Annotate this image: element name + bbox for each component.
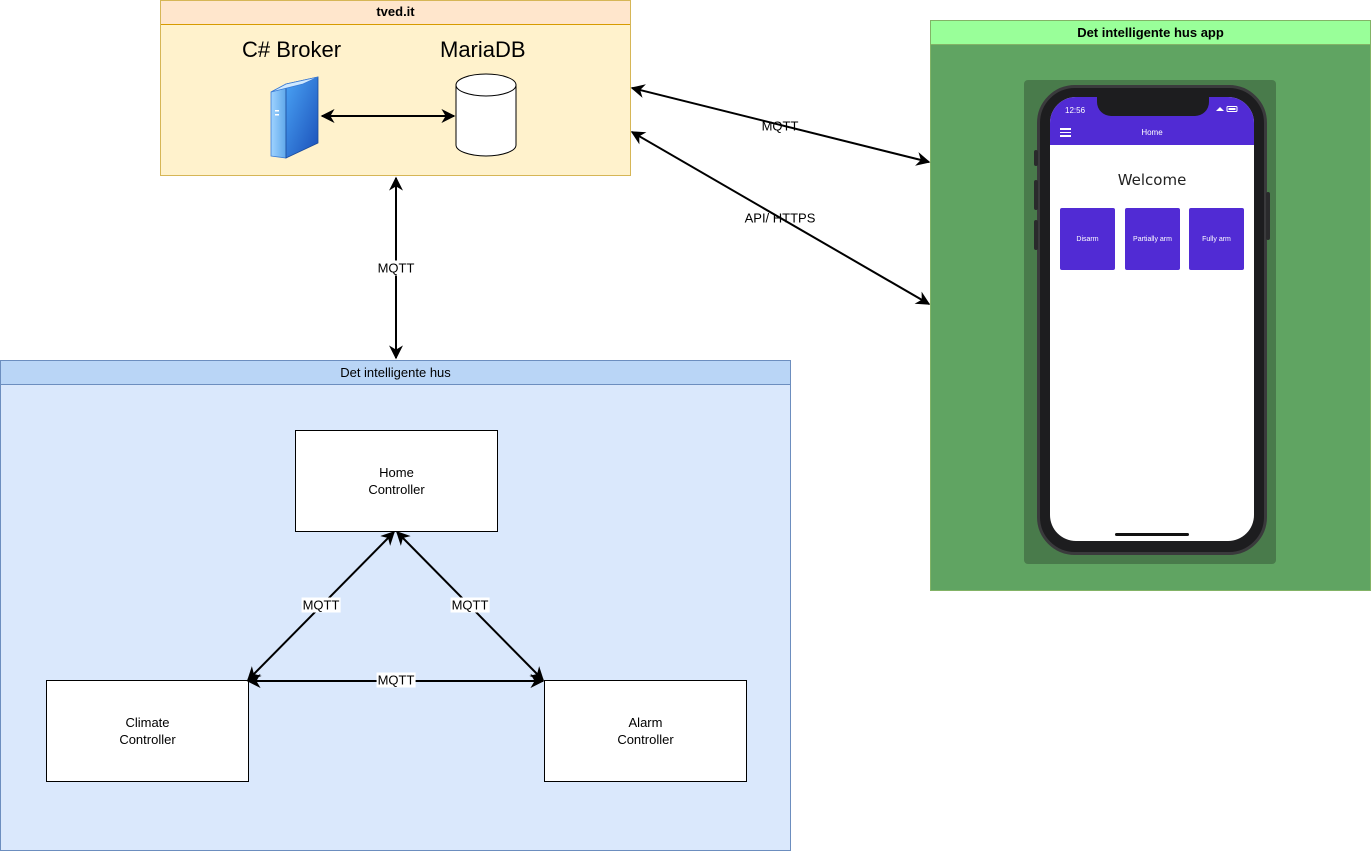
phone-side-button <box>1266 192 1270 240</box>
group-app-title: Det intelligente hus app <box>931 21 1370 45</box>
edge-label-server-app-api: API/ HTTPS <box>744 210 816 226</box>
welcome-text: Welcome <box>1117 171 1187 189</box>
partially-arm-button[interactable]: Partially arm <box>1125 208 1180 270</box>
edge-label-home-climate: MQTT <box>301 597 341 613</box>
status-time: 12:56 <box>1065 106 1086 115</box>
phone-notch <box>1097 94 1209 116</box>
database-label: MariaDB <box>440 37 526 62</box>
edge-label-climate-alarm: MQTT <box>376 672 416 688</box>
phone-screen: 12:56 Home Welcome Disarm Partially arm … <box>1050 97 1254 541</box>
phone-side-button <box>1034 150 1038 166</box>
edge-server-app-api <box>630 131 931 305</box>
broker-label: C# Broker <box>242 37 342 62</box>
climate-controller-node: Climate Controller <box>46 680 249 782</box>
edge-label-home-alarm: MQTT <box>450 597 490 613</box>
app-bar-title: Home <box>1141 128 1163 137</box>
status-icons <box>1214 105 1240 115</box>
server-icon <box>270 76 319 159</box>
home-indicator <box>1115 533 1189 536</box>
alarm-controller-node: Alarm Controller <box>544 680 747 782</box>
edge-label-server-house: MQTT <box>376 260 416 276</box>
phone-side-button <box>1034 180 1038 210</box>
hamburger-menu-icon[interactable] <box>1060 128 1071 137</box>
database-cylinder-icon <box>455 73 517 157</box>
fully-arm-button[interactable]: Fully arm <box>1189 208 1244 270</box>
phone-side-button <box>1034 220 1038 250</box>
disarm-button[interactable]: Disarm <box>1060 208 1115 270</box>
group-house-title: Det intelligente hus <box>1 361 790 385</box>
signal-wifi-battery-icon <box>1216 106 1238 112</box>
edge-label-server-app-mqtt: MQTT <box>761 118 799 134</box>
group-tved: tved.it <box>160 0 631 176</box>
group-tved-title: tved.it <box>161 1 630 25</box>
